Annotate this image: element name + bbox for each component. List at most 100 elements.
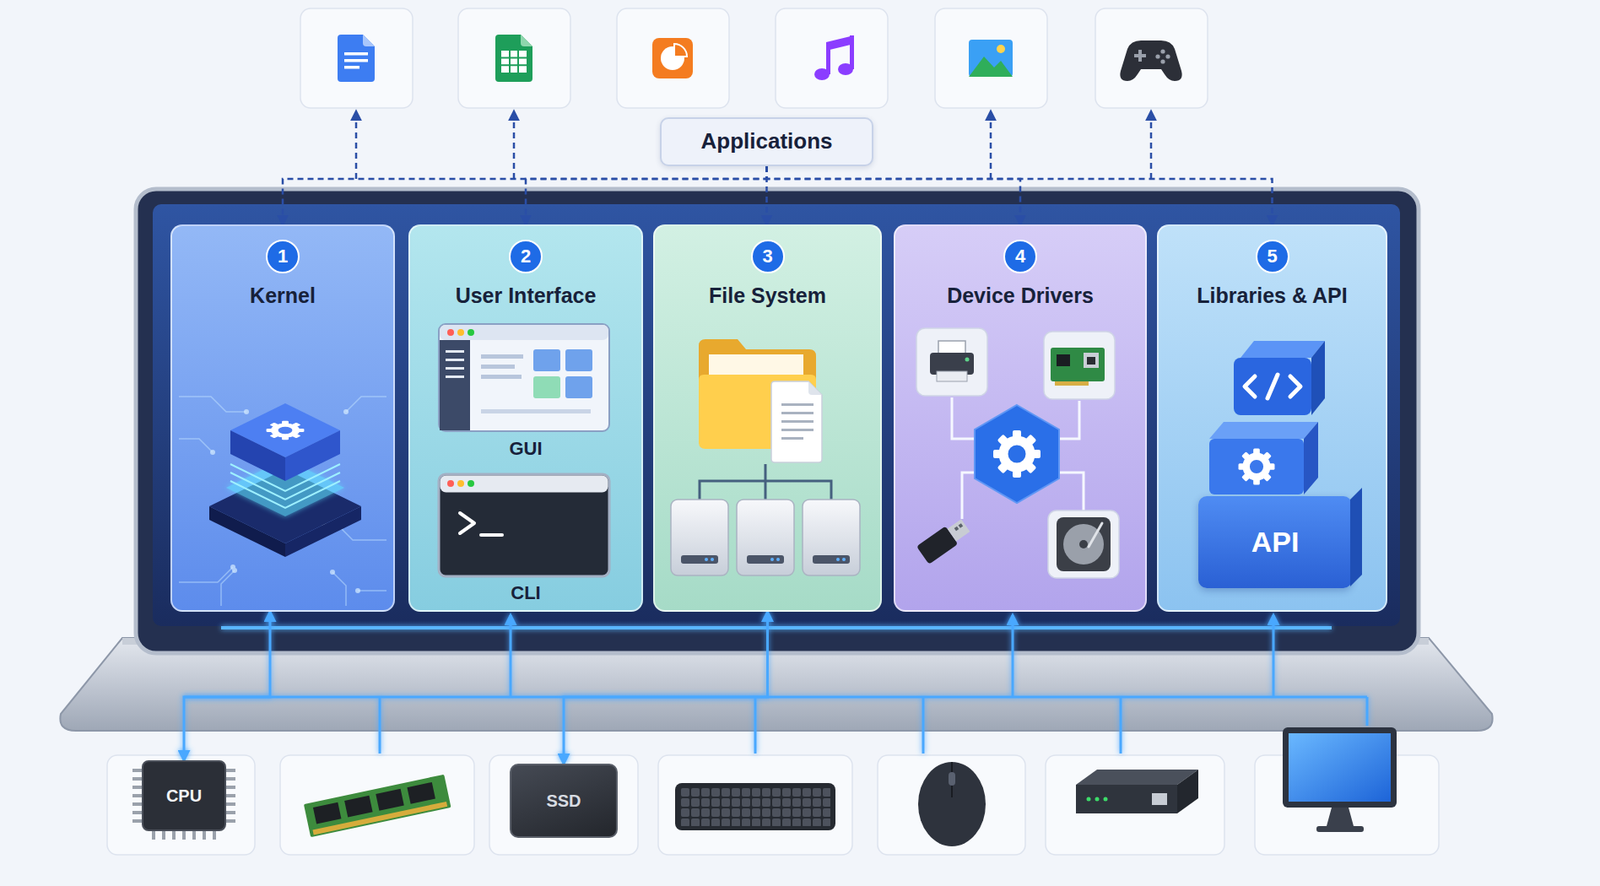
gui-window: GUI <box>440 325 611 460</box>
api-block: API <box>1198 496 1352 589</box>
circuit-lines <box>332 572 346 606</box>
hard-disk-icon <box>1088 523 1103 547</box>
hard-disk-icon <box>1063 524 1104 565</box>
cpu-pins <box>132 768 236 840</box>
slides-icon <box>660 46 685 71</box>
gui-window <box>438 324 610 432</box>
document-icon <box>337 34 375 82</box>
printer-icon <box>938 340 966 357</box>
ram-module <box>344 795 373 818</box>
gui-window <box>565 349 593 372</box>
slides-icon <box>652 37 693 79</box>
circuit-lines <box>221 570 235 606</box>
folder-icon <box>781 437 804 440</box>
router <box>1177 769 1199 814</box>
network-card-icon <box>1083 352 1099 368</box>
panel-title: Kernel <box>249 282 316 309</box>
keyboard <box>675 783 836 831</box>
gamepad-icon <box>1155 54 1160 59</box>
cli-window <box>459 513 475 534</box>
ram-module <box>406 782 436 805</box>
app-arrow <box>356 111 1152 179</box>
callout-number: 4 <box>1003 239 1038 274</box>
router <box>1095 797 1100 802</box>
callout-number: 5 <box>1255 239 1290 274</box>
gamepad-icon <box>1160 48 1165 54</box>
gear-cube <box>1209 438 1304 495</box>
code-cube <box>1311 340 1325 416</box>
callout-number: 1 <box>265 239 300 274</box>
code-cube <box>1244 376 1255 397</box>
spreadsheet-icon <box>495 34 533 82</box>
hardware-bus <box>509 615 513 698</box>
kernel-chip <box>230 403 341 458</box>
cpu-pins <box>162 831 166 840</box>
app-arrow <box>355 111 358 179</box>
app-arrow <box>989 111 993 179</box>
app-icon-tiles <box>935 8 1048 109</box>
folder-icon <box>698 339 822 463</box>
app-icon-tiles <box>300 8 413 109</box>
hardware-tiles <box>1254 755 1439 855</box>
printer-icon <box>916 328 988 396</box>
ssd-drive: SSD <box>509 763 618 838</box>
gui-window <box>445 358 465 362</box>
file-tree <box>699 464 832 500</box>
driver-wires <box>1037 472 1084 511</box>
flow-arrow <box>525 166 768 225</box>
kernel-chip <box>230 472 341 500</box>
hardware-bus <box>378 697 382 754</box>
cpu-pins <box>132 810 142 815</box>
flow-arrow <box>765 166 768 225</box>
ram-module <box>313 802 342 825</box>
router <box>1075 769 1199 814</box>
panel-title: Device Drivers <box>946 282 1094 309</box>
mouse <box>951 762 953 798</box>
api-block-side <box>1350 487 1363 587</box>
panel-title: File System <box>708 282 827 309</box>
driver-wires <box>951 397 996 439</box>
gui-window <box>445 350 465 353</box>
gui-window <box>447 329 455 336</box>
kernel-panel: 1Kernel <box>170 224 395 612</box>
gamepad-icon <box>1119 40 1182 82</box>
flow-arrow <box>282 166 768 225</box>
window-label: CLI <box>510 582 541 605</box>
gamepad-icon <box>1160 59 1165 64</box>
flow-arrow <box>183 611 271 761</box>
gamepad-icon <box>1138 49 1142 62</box>
keyboard <box>680 787 831 827</box>
laptop-screen <box>221 626 1332 630</box>
user-interface-panel: 2User InterfaceGUICLI <box>408 224 644 612</box>
cli-window: CLI <box>440 475 611 605</box>
music-icon <box>814 68 830 81</box>
circuit-dots <box>321 522 327 528</box>
document-icon <box>344 65 360 70</box>
storage-drives <box>681 555 719 564</box>
circuit-dots <box>210 449 216 455</box>
laptop-base <box>122 637 1429 645</box>
laptop-screen <box>135 189 1419 654</box>
gamepad-icon <box>1134 54 1146 58</box>
mouse <box>918 762 986 847</box>
music-icon <box>826 35 855 51</box>
app-arrow <box>1150 111 1153 179</box>
slides-icon <box>674 43 687 57</box>
document-icon <box>344 59 368 63</box>
hardware-bus <box>1272 615 1276 698</box>
hardware-label: CPU <box>166 786 202 806</box>
gamepad-icon <box>1119 40 1182 82</box>
monitor <box>1316 826 1364 833</box>
storage-drives <box>710 557 714 562</box>
hardware-label: SSD <box>545 791 581 811</box>
router <box>1103 797 1109 802</box>
hardware-bus <box>1011 615 1015 698</box>
printer-icon <box>929 352 974 375</box>
kernel-chip <box>285 430 341 482</box>
laptop-base <box>59 637 1492 731</box>
slides-icon <box>652 37 693 79</box>
laptop-screen <box>135 189 1419 654</box>
circuit-dots <box>343 409 349 415</box>
hardware-bus <box>183 696 1368 699</box>
circuit-lines <box>178 396 387 606</box>
